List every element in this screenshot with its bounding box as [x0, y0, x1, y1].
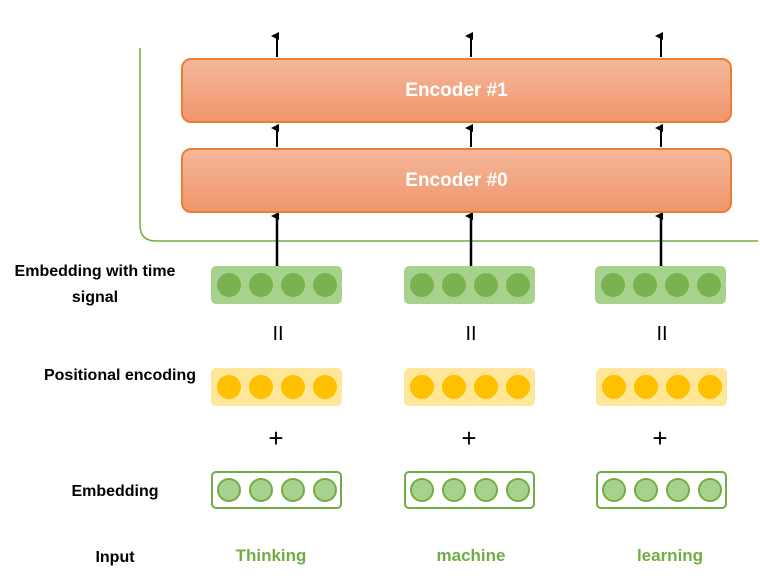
plus-operator: +	[461, 423, 477, 453]
vector-cell	[697, 375, 722, 399]
vector-cell	[473, 478, 498, 502]
time-signal-vector	[595, 266, 726, 304]
input-word: machine	[436, 546, 506, 565]
vector-cell	[312, 478, 337, 502]
time-signal-vector	[404, 266, 535, 304]
vector-cell	[665, 375, 690, 399]
positional-encoding-vector	[404, 368, 535, 406]
vector-cell	[441, 375, 466, 399]
vector-cell	[248, 273, 273, 297]
vector-cell	[409, 375, 434, 399]
vector-cell	[600, 273, 625, 297]
positional-encoding-vector	[596, 368, 727, 406]
label-embedding: Embedding	[71, 483, 159, 500]
vector-cell	[312, 375, 337, 399]
vector-cell	[280, 273, 305, 297]
vector-cell	[216, 375, 241, 399]
vector-cell	[697, 478, 722, 502]
input-word: learning	[636, 546, 704, 565]
vector-cell	[280, 478, 305, 502]
vector-cell	[696, 273, 721, 297]
vector-cell	[441, 478, 466, 502]
vector-cell	[280, 375, 305, 399]
label-positional-encoding: Positional encoding	[43, 367, 196, 384]
encoder-1-label: Encoder #1	[405, 79, 508, 101]
vector-cell	[473, 375, 498, 399]
vector-cell	[409, 273, 434, 297]
vector-cell	[664, 273, 689, 297]
vector-cell	[505, 478, 530, 502]
equals-operator: II	[272, 323, 284, 345]
vector-cell	[248, 478, 273, 502]
vector-cell	[473, 273, 498, 297]
vector-cell	[632, 273, 657, 297]
vector-cell	[216, 273, 241, 297]
vector-cell	[633, 478, 658, 502]
encoder-stack-bracket	[139, 48, 758, 242]
vector-cell	[312, 273, 337, 297]
vector-cell	[633, 375, 658, 399]
positional-encoding-vector	[211, 368, 342, 406]
vector-cell	[441, 273, 466, 297]
encoder-1-block: Encoder #1	[181, 58, 732, 123]
vector-cell	[505, 273, 530, 297]
equals-operator: II	[656, 323, 668, 345]
vector-cell	[505, 375, 530, 399]
embedding-vector	[596, 471, 727, 509]
label-embedding-with-time-signal: Embedding with time signal	[14, 263, 176, 306]
vector-cell	[248, 375, 273, 399]
vector-cell	[409, 478, 434, 502]
vector-cell	[601, 478, 626, 502]
embedding-vector	[211, 471, 342, 509]
embedding-vector	[404, 471, 535, 509]
input-word: Thinking	[235, 546, 307, 565]
encoder-0-label: Encoder #0	[405, 169, 508, 191]
vector-cell	[216, 478, 241, 502]
time-signal-vector	[211, 266, 342, 304]
label-input: Input	[95, 549, 135, 566]
vector-cell	[601, 375, 626, 399]
plus-operator: +	[652, 423, 668, 453]
plus-operator: +	[268, 423, 284, 453]
vector-cell	[665, 478, 690, 502]
equals-operator: II	[465, 323, 477, 345]
encoder-0-block: Encoder #0	[181, 148, 732, 213]
